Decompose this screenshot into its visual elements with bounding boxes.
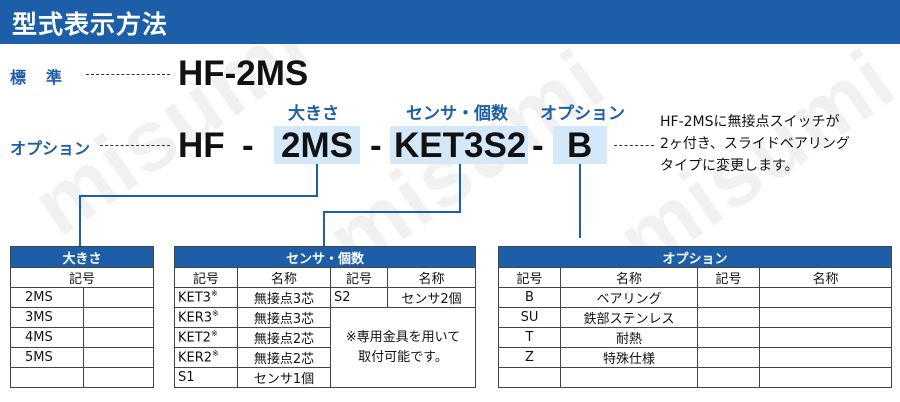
sensor-name-cell: 無接点2芯 <box>237 347 331 368</box>
column-header: 名称 <box>759 267 892 288</box>
size-code-cell: 3MS <box>10 307 84 328</box>
sensor-code-cell: KET2※ <box>174 327 238 348</box>
table-row: KER2※ 無接点2芯 <box>174 347 476 368</box>
sensor-table-title: センサ・個数 <box>174 246 476 268</box>
table-row <box>10 367 154 388</box>
sensor-name-cell: 無接点2芯 <box>237 327 331 348</box>
sensor-field-label: センサ・個数 <box>406 104 508 124</box>
option-name-cell: 特殊仕様 <box>560 347 698 368</box>
example-note: HF-2MSに無接点スイッチが 2ヶ付き、スライドベアリング タイプに変更します… <box>660 111 850 177</box>
standard-label: 標 準 <box>10 68 65 87</box>
sensor-code: KET3S2 <box>394 126 527 165</box>
column-header: 名称 <box>560 267 698 288</box>
table-row: 3MS <box>10 307 154 328</box>
size-field-label: 大きさ <box>288 104 339 124</box>
size-table-header: 記号 <box>10 267 154 288</box>
column-header: 記号 <box>498 267 561 288</box>
table-row: T 耐熱 <box>498 327 892 348</box>
sensor-name-cell: センサ1個 <box>237 367 331 388</box>
option-code-cell: T <box>498 327 561 348</box>
note-line: 2ヶ付き、スライドベアリング <box>660 136 850 152</box>
size-code-cell: 4MS <box>10 327 84 348</box>
sensor-code-cell: S2 <box>330 287 388 308</box>
title-bar <box>0 0 900 44</box>
footnote-line: ※専用金具を用いて <box>345 329 461 345</box>
column-header: 名称 <box>387 267 476 288</box>
size-code-cell: 5MS <box>10 347 84 368</box>
sensor-code-cell: KER2※ <box>174 347 238 368</box>
page-title: 型式表示方法 <box>12 10 169 39</box>
note-line: HF-2MSに無接点スイッチが <box>660 114 840 130</box>
option-code-cell: B <box>498 287 561 308</box>
size-highlight <box>274 126 360 164</box>
size-code: 2MS <box>281 126 353 165</box>
table-row: Z 特殊仕様 <box>498 347 892 368</box>
option-code-cell: SU <box>498 307 561 328</box>
table-row: S1 センサ1個 <box>174 367 476 388</box>
separator: - <box>370 126 382 165</box>
option-row-leader <box>100 145 170 146</box>
standard-leader <box>86 74 170 75</box>
size-table: 大きさ 記号 2MS 3MS 4MS 5MS <box>10 246 154 388</box>
footnote-line: 取付可能です。 <box>358 349 448 365</box>
option-code-cell: Z <box>498 347 561 368</box>
model-prefix: HF <box>178 126 225 165</box>
separator: - <box>532 126 544 165</box>
option-table-title: オプション <box>498 246 892 268</box>
table-row: B ベアリング <box>498 287 892 308</box>
note-leader <box>614 145 654 146</box>
table-row: KER3※ 無接点3芯 ※専用金具を用いて 取付可能です。 <box>174 307 476 388</box>
column-header: 記号 <box>174 267 238 288</box>
option-table: オプション 記号 名称 記号 名称 B ベアリング SU 鉄部ステンレス T 耐… <box>498 246 892 388</box>
option-field-label: オプション <box>540 104 625 124</box>
table-row <box>498 367 892 388</box>
table-row: 5MS <box>10 347 154 368</box>
sensor-code-cell: KET3※ <box>174 287 238 308</box>
sensor-code-cell: S1 <box>174 367 238 388</box>
size-table-title: 大きさ <box>10 246 154 268</box>
standard-code: HF-2MS <box>178 54 309 93</box>
table-row: 4MS <box>10 327 154 348</box>
column-header: 名称 <box>237 267 331 288</box>
sensor-footnote: ※専用金具を用いて 取付可能です。 <box>330 307 476 388</box>
option-name-cell: 耐熱 <box>560 327 698 348</box>
option-code: B <box>567 126 593 165</box>
sensor-leader-line <box>323 164 461 246</box>
sensor-name-cell: センサ2個 <box>387 287 476 308</box>
note-line: タイプに変更します。 <box>660 158 799 174</box>
separator: - <box>242 126 254 165</box>
column-header: 記号 <box>330 267 388 288</box>
option-name-cell: 鉄部ステンレス <box>560 307 698 328</box>
sensor-name-cell: 無接点3芯 <box>237 307 331 328</box>
column-header: 記号 <box>697 267 760 288</box>
sensor-code-cell: KER3※ <box>174 307 238 328</box>
option-row-label: オプション <box>10 139 91 158</box>
sensor-name-cell: 無接点3芯 <box>237 287 331 308</box>
table-row: 2MS <box>10 287 154 308</box>
sensor-highlight <box>390 126 528 164</box>
table-row: SU 鉄部ステンレス <box>498 307 892 328</box>
sensor-table: センサ・個数 記号 名称 記号 名称 KET3※ 無接点3芯 S2 センサ2個 … <box>174 246 476 388</box>
table-row: KET2※ 無接点2芯 <box>174 327 476 348</box>
size-code-cell: 2MS <box>10 287 84 308</box>
size-leader-line <box>79 164 318 246</box>
option-highlight <box>553 126 607 164</box>
table-row: KET3※ 無接点3芯 S2 センサ2個 <box>174 287 476 308</box>
option-name-cell: ベアリング <box>560 287 698 308</box>
